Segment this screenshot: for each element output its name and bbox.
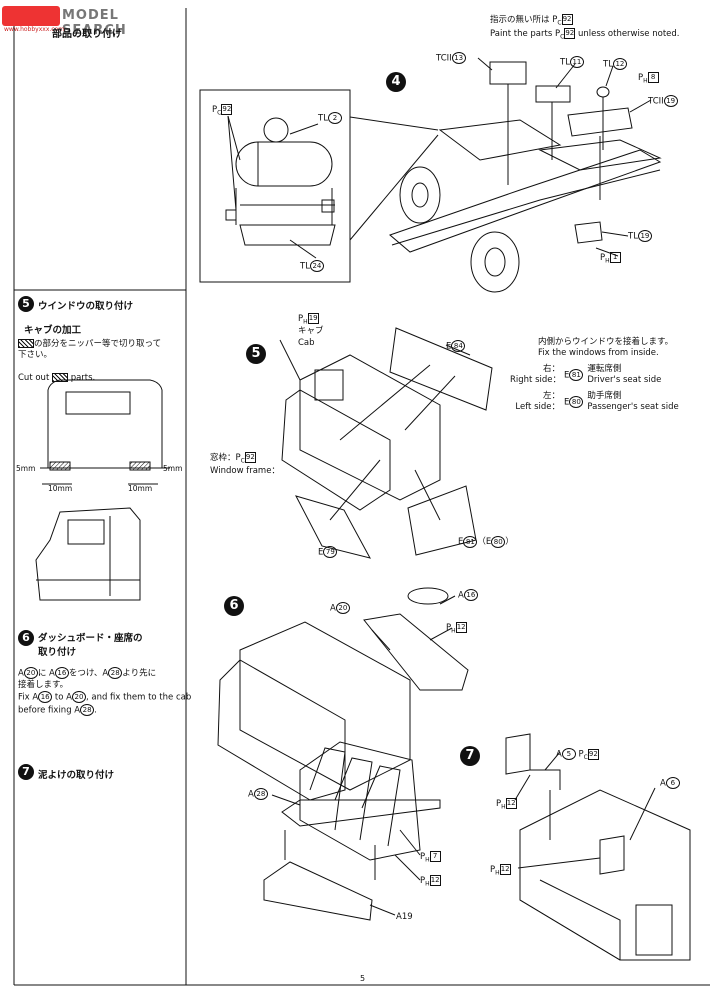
label-ph1: PH1	[600, 252, 621, 265]
watermark-site: www.hobbyxxx.com	[4, 26, 65, 33]
dim-5mm-right: 5mm	[163, 464, 183, 473]
watermark-logo: MODEL SEARCH www.hobbyxxx.com	[2, 4, 126, 38]
step-6-sidebar-number: 6	[18, 630, 34, 646]
watermark-text: MODEL SEARCH	[62, 8, 127, 38]
step-5-inside-note: 内側からウインドウを接着します。Fix the windows from ins…	[538, 337, 674, 359]
page-number: 5	[360, 974, 366, 983]
top-section-title: 部品の取り付け	[52, 29, 122, 40]
label-ph8: PH8	[638, 72, 659, 85]
global-note: 指示の無い所は PC92 Paint the parts PC92 unless…	[490, 14, 680, 41]
label-ph12-step6b: PH12	[420, 875, 441, 888]
hatch-swatch	[18, 339, 34, 348]
step-6-title: ダッシュボード・座席の取り付け	[38, 633, 143, 659]
dim-10mm-right: 10mm	[128, 484, 153, 493]
dim-5mm-left: 5mm	[16, 464, 36, 473]
step-4-number: 4	[386, 72, 406, 92]
step-5-title: ウインドウの取り付け	[38, 301, 134, 312]
step-7-title: 泥よけの取り付け	[38, 770, 115, 781]
step-7-sidebar-number: 7	[18, 764, 34, 780]
step-5-instructions: の部分をニッパー等で切り取って 下さい。 Cut out parts.	[18, 339, 162, 384]
label-a19: A19	[396, 912, 413, 922]
label-ph12-step6: PH12	[446, 622, 467, 635]
step-6-number: 6	[224, 596, 244, 616]
step-7-number: 7	[460, 746, 480, 766]
step-5-subtitle: キャブの加工	[24, 325, 82, 336]
label-pc92-inset: PC92	[212, 104, 233, 117]
step-5-sidebar-number: 5	[18, 296, 34, 312]
label-ph7: PH7	[420, 851, 441, 864]
watermark-badge	[2, 6, 60, 26]
dim-10mm-left: 10mm	[48, 484, 73, 493]
step-5-number: 5	[246, 344, 266, 364]
label-ph12-step7: PH12	[496, 798, 517, 811]
label-ph12-step7b: PH12	[490, 864, 511, 877]
